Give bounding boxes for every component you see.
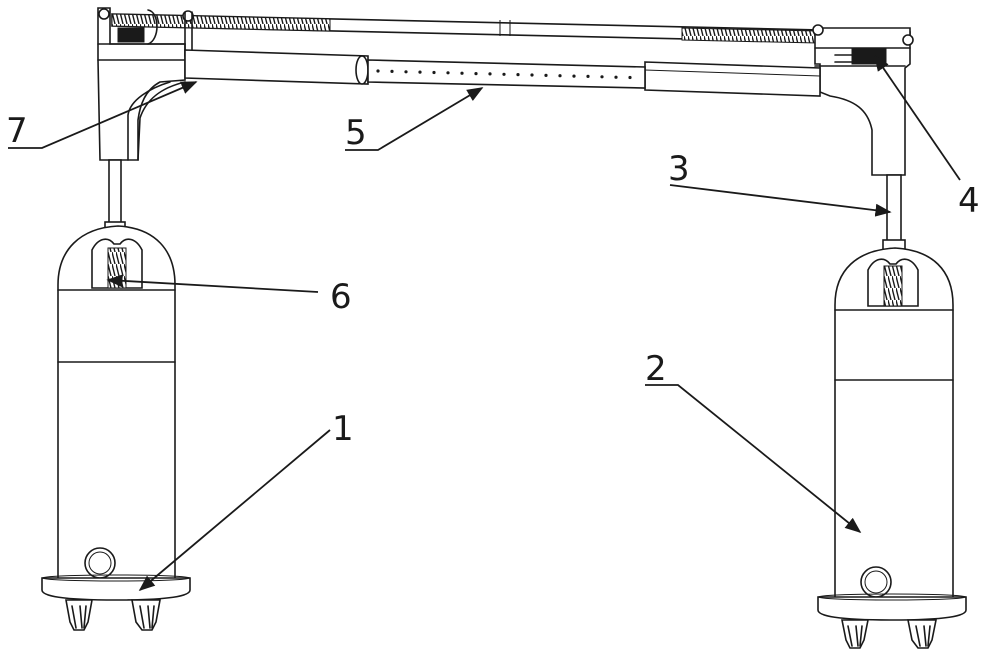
right-caster-1 [842, 620, 868, 648]
right-column [818, 175, 966, 648]
screw-thread-left [112, 14, 330, 31]
callout-6: 6 [330, 277, 352, 317]
callout-4: 4 [958, 181, 980, 221]
telescopic-tube [368, 60, 645, 88]
callout-5: 5 [345, 113, 367, 153]
left-column [42, 160, 190, 630]
right-spring [884, 266, 902, 306]
left-spring-6 [108, 248, 126, 288]
leader-3 [670, 185, 890, 212]
right-spring [852, 48, 886, 64]
right-caster-2 [908, 620, 936, 648]
right-sleeve [645, 62, 820, 96]
callout-7: 7 [6, 111, 28, 151]
left-caster-1 [66, 600, 92, 630]
left-sleeve [185, 50, 368, 84]
callout-2: 2 [645, 349, 667, 389]
left-caster-2 [132, 600, 160, 630]
leader-2 [645, 385, 860, 532]
callout-3: 3 [668, 149, 690, 189]
left-spring [118, 28, 144, 42]
top-frame [98, 8, 913, 175]
callout-1: 1 [332, 409, 354, 449]
